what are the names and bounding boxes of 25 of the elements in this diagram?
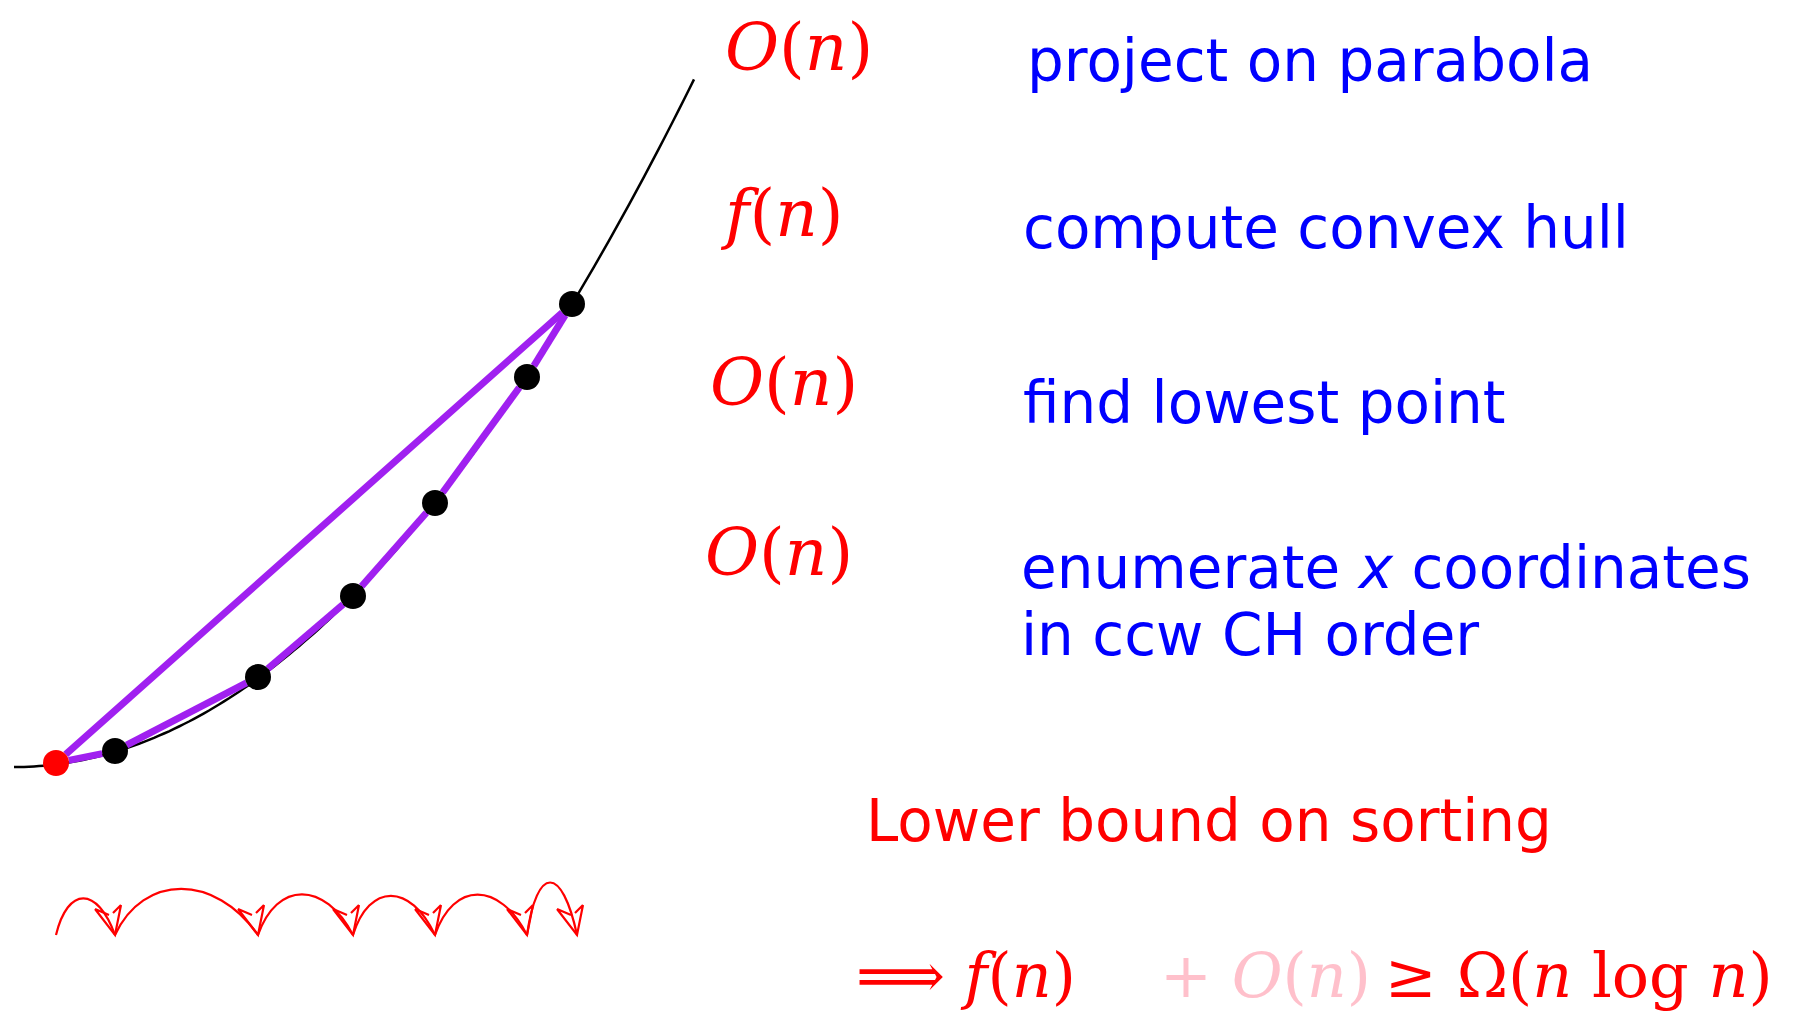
hull-edge <box>439 385 523 495</box>
hull-edge <box>530 313 569 368</box>
complexity-label: O(n) <box>705 515 854 591</box>
point <box>514 364 540 390</box>
step-text: enumerate x coordinates in ccw CH order <box>1021 535 1752 669</box>
point <box>559 291 585 317</box>
point <box>245 664 271 690</box>
hull-edge <box>63 310 565 757</box>
formula-part: ⟹ f(n) <box>856 940 1076 1012</box>
formula-part: ≥ Ω(n log n) <box>1385 940 1773 1012</box>
hull-edge <box>265 601 346 672</box>
step-text: compute convex hull <box>1023 195 1629 262</box>
hull-edge <box>358 510 430 589</box>
complexity-label: O(n) <box>710 345 859 421</box>
hull-edge <box>124 679 249 749</box>
point <box>422 490 448 516</box>
step-text: find lowest point <box>1023 370 1506 437</box>
hull-edge <box>68 750 103 764</box>
lowest-point <box>43 750 69 776</box>
complexity-label: O(n) <box>725 10 874 86</box>
formula-part: + O(n) <box>1160 940 1371 1012</box>
point <box>340 583 366 609</box>
step-text: project on parabola <box>1027 28 1594 95</box>
point <box>102 738 128 764</box>
conclusion-heading: Lower bound on sorting <box>866 788 1552 855</box>
